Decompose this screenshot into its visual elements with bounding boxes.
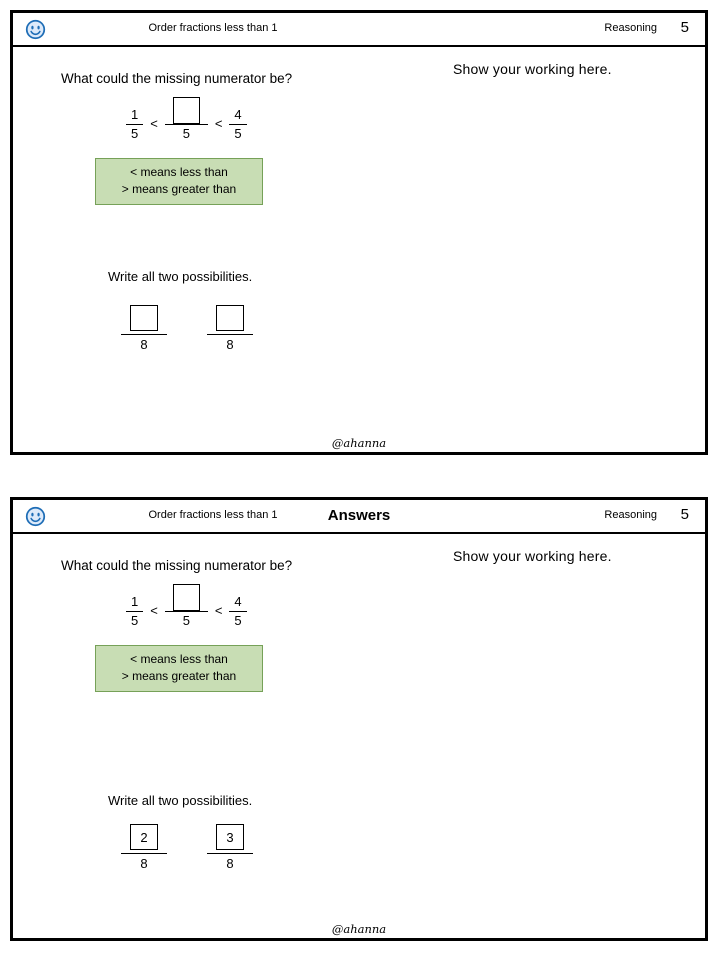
denominator: 5 [131,613,139,628]
answers-title: Answers [327,507,391,524]
answer-box-2 [216,305,244,331]
fraction-one-fifth: 1 5 [126,107,144,143]
denominator: 8 [226,856,234,871]
hint-line-1: < means less than [130,652,228,666]
answer-box-1 [130,305,158,331]
answer-fraction-1: 2 8 [121,824,167,871]
hint-line-2: > means greater than [121,669,237,684]
question-prompt: What could the missing numerator be? [61,558,293,573]
worksheet-card-question: Order fractions less than 1 Reasoning 5 … [10,10,708,455]
worksheet-card-answers: Order fractions less than 1 Answers Reas… [10,497,708,941]
numerator: 4 [229,594,247,612]
write-prompt: Write all two possibilities. [108,793,253,808]
hint-box: < means less than > means greater than [95,158,263,205]
denominator: 5 [182,126,190,141]
page-number: 5 [680,506,689,523]
worksheet-title: Order fractions less than 1 [148,22,278,34]
category-label: Reasoning [604,509,657,521]
author-credit: @ahanna [331,922,387,936]
numerator: 1 [126,107,144,125]
card-header: Order fractions less than 1 Answers Reas… [13,500,705,534]
denominator: 8 [140,337,148,352]
fraction-inequality: 1 5 < 5 < 4 5 [126,584,247,629]
smiley-icon [25,506,46,527]
fraction-four-fifths: 4 5 [229,107,247,143]
missing-numerator-box [172,97,200,124]
denominator: 5 [182,613,190,628]
denominator: 5 [234,126,242,141]
page-number: 5 [680,19,689,36]
numerator: 1 [126,594,144,612]
card-header: Order fractions less than 1 Reasoning 5 [13,13,705,47]
denominator: 8 [226,337,234,352]
fraction-missing: 5 [164,584,208,629]
answer-fractions: 8 8 [121,305,253,352]
author-credit: @ahanna [331,436,387,450]
write-prompt: Write all two possibilities. [108,269,253,284]
answer-box-2: 3 [216,824,244,850]
fraction-one-fifth: 1 5 [126,594,144,630]
answer-fraction-1: 8 [121,305,167,352]
fraction-inequality: 1 5 < 5 < 4 5 [126,97,247,142]
less-than-symbol: < [150,603,158,619]
numerator: 4 [229,107,247,125]
working-label: Show your working here. [453,548,612,564]
fraction-four-fifths: 4 5 [229,594,247,630]
denominator: 5 [234,613,242,628]
answer-fraction-2: 8 [207,305,253,352]
less-than-symbol: < [214,116,223,132]
working-label: Show your working here. [453,61,612,77]
question-prompt: What could the missing numerator be? [61,71,293,86]
denominator: 5 [131,126,139,141]
hint-line-1: < means less than [130,165,228,179]
missing-numerator-box [172,584,200,611]
answer-box-1: 2 [130,824,158,850]
category-label: Reasoning [604,22,657,34]
worksheet-title: Order fractions less than 1 [148,509,278,521]
answer-fraction-2: 3 8 [207,824,253,871]
hint-line-2: > means greater than [121,182,237,197]
less-than-symbol: < [150,116,158,132]
denominator: 8 [140,856,148,871]
less-than-symbol: < [214,603,223,619]
answer-fractions: 2 8 3 8 [121,824,253,871]
fraction-missing: 5 [164,97,208,142]
smiley-icon [25,19,46,40]
hint-box: < means less than > means greater than [95,645,263,692]
